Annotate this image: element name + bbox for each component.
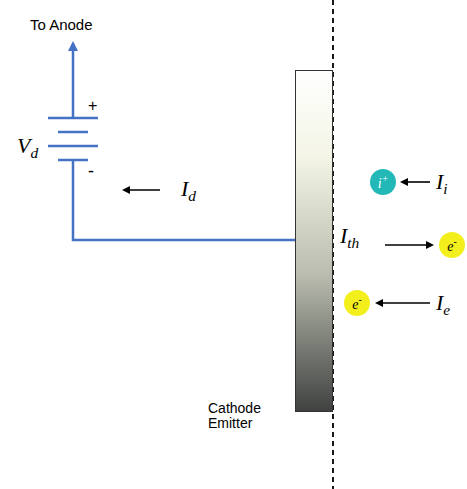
current-label: Ie bbox=[436, 291, 450, 319]
wire bbox=[73, 44, 295, 240]
current-label: Id bbox=[181, 177, 196, 205]
cathode-emitter: Cathode Emitter bbox=[295, 70, 333, 412]
polarity-sign: - bbox=[88, 162, 94, 182]
voltage-label: Vd bbox=[17, 134, 38, 162]
polarity-sign: + bbox=[88, 97, 97, 115]
electron-particle: e- bbox=[344, 290, 370, 316]
particle-symbol: i+ bbox=[378, 174, 389, 191]
current-arrow bbox=[124, 182, 432, 303]
particle-symbol: e- bbox=[447, 237, 456, 254]
current-label: Ii bbox=[436, 170, 448, 198]
electron-particle: e- bbox=[439, 232, 465, 258]
part-label: Cathode Emitter bbox=[208, 401, 288, 432]
ion-particle: i+ bbox=[370, 169, 396, 195]
terminal-label: To Anode bbox=[30, 17, 93, 34]
current-label: Ith bbox=[340, 224, 359, 252]
battery-symbol bbox=[48, 118, 98, 160]
particle-symbol: e- bbox=[352, 295, 361, 312]
